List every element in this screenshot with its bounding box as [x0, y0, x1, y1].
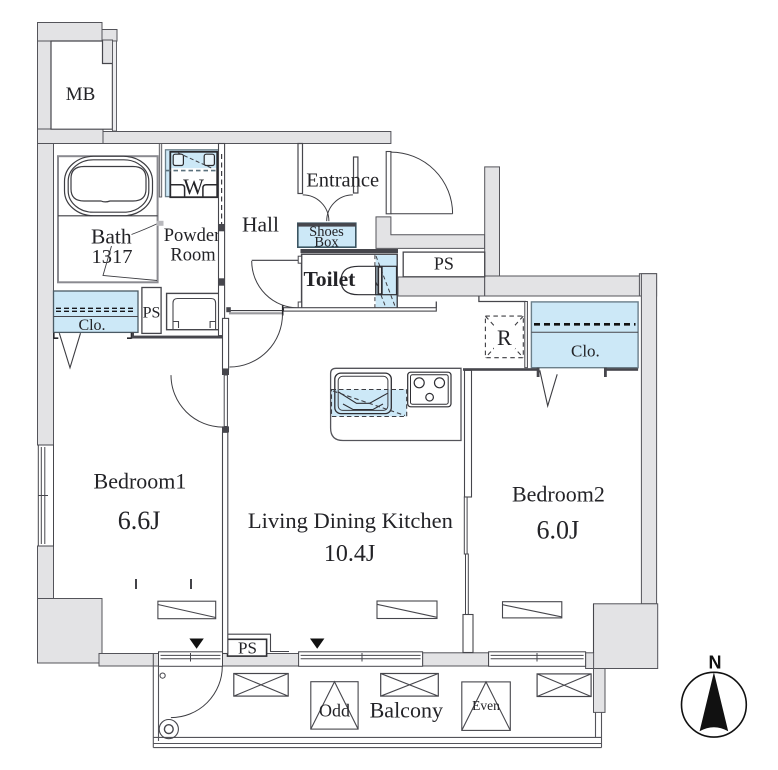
svg-text:6.6J: 6.6J	[118, 506, 161, 535]
svg-text:Hall: Hall	[242, 213, 279, 237]
svg-text:Shoes: Shoes	[309, 224, 344, 240]
svg-text:Entrance: Entrance	[306, 170, 379, 192]
svg-text:Balcony: Balcony	[370, 698, 443, 723]
svg-text:Clo.: Clo.	[78, 317, 105, 334]
svg-text:1317: 1317	[92, 246, 133, 268]
svg-text:W: W	[183, 174, 204, 199]
svg-text:Powder: Powder	[164, 226, 221, 246]
svg-text:N: N	[709, 653, 722, 673]
svg-text:PS: PS	[434, 254, 454, 274]
svg-text:Bedroom1: Bedroom1	[94, 469, 187, 494]
svg-text:Toilet: Toilet	[304, 267, 357, 291]
svg-text:PS: PS	[143, 305, 161, 322]
svg-text:Clo.: Clo.	[571, 342, 600, 361]
svg-text:R: R	[497, 325, 512, 350]
svg-text:Box: Box	[314, 234, 339, 250]
svg-text:Room: Room	[170, 246, 216, 266]
svg-text:PS: PS	[238, 639, 257, 658]
svg-text:Living Dining Kitchen: Living Dining Kitchen	[248, 508, 453, 533]
svg-text:10.4J: 10.4J	[324, 541, 375, 567]
svg-text:MB: MB	[66, 84, 96, 105]
svg-text:Bath: Bath	[91, 225, 132, 249]
svg-text:Even: Even	[472, 698, 500, 713]
svg-text:6.0J: 6.0J	[536, 516, 579, 545]
svg-text:Odd: Odd	[319, 701, 350, 721]
svg-text:Bedroom2: Bedroom2	[512, 482, 605, 507]
